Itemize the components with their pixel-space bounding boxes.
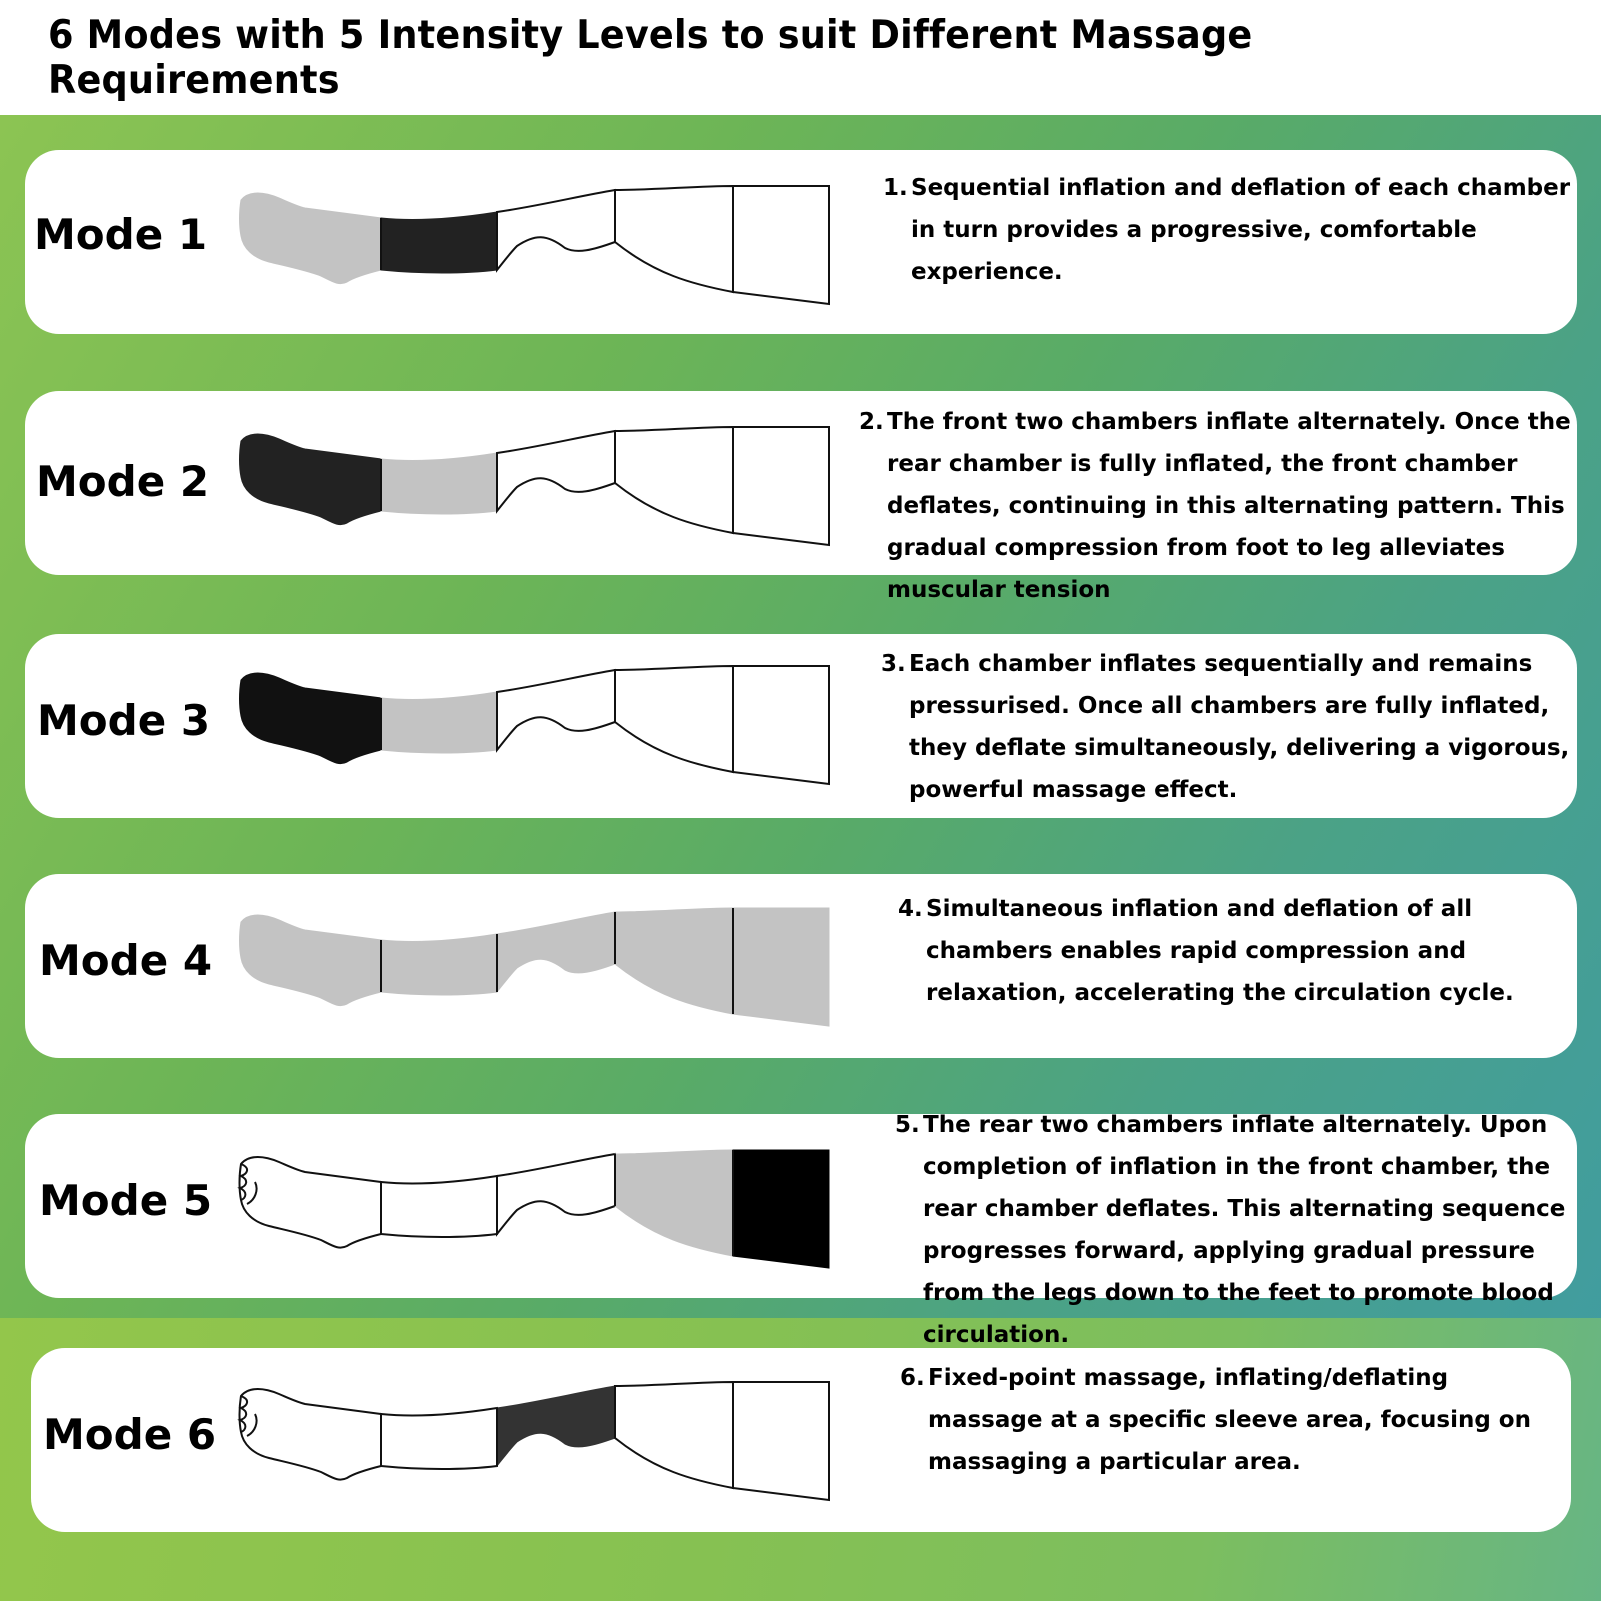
chamber-calf xyxy=(496,188,616,273)
chamber-calf xyxy=(496,1385,616,1468)
leg-diagram xyxy=(239,664,830,786)
leg-diagram xyxy=(239,184,830,306)
chamber-foot xyxy=(239,914,382,1007)
chamber-calf xyxy=(496,429,616,514)
chamber-thigh xyxy=(732,907,830,1027)
chamber-ankle xyxy=(380,1174,498,1238)
mode-card-4: Mode 4 4. Simultaneous inflation and def… xyxy=(25,874,1577,1058)
chamber-knee xyxy=(614,1380,734,1490)
chamber-ankle xyxy=(380,452,498,515)
chamber-knee xyxy=(614,1149,734,1257)
mode-number: 3. xyxy=(881,651,906,677)
chamber-thigh xyxy=(732,1149,830,1269)
toes-outline xyxy=(237,1163,258,1205)
chamber-foot xyxy=(239,192,382,285)
mode-number: 5. xyxy=(895,1112,920,1138)
leg-diagram xyxy=(237,1149,830,1269)
mode-card-1: Mode 1 1. Sequential inflation and defla… xyxy=(25,150,1577,334)
mode-description-text: Sequential inflation and deflation of ea… xyxy=(911,175,1571,285)
mode-label: Mode 3 xyxy=(37,696,211,745)
chamber-calf xyxy=(496,1152,616,1237)
chamber-foot xyxy=(238,1388,382,1481)
chamber-foot xyxy=(238,1156,382,1249)
mode-label: Mode 6 xyxy=(43,1410,217,1459)
mode-label: Mode 2 xyxy=(36,457,210,506)
mode-description: 5. The rear two chambers inflate alterna… xyxy=(895,1104,1577,1356)
chamber-foot xyxy=(239,433,382,526)
leg-diagram xyxy=(239,425,830,547)
chamber-ankle xyxy=(380,211,498,274)
chamber-knee xyxy=(614,425,734,535)
mode-description-text: The rear two chambers inflate alternatel… xyxy=(923,1112,1566,1348)
chamber-knee xyxy=(614,184,734,294)
mode-label: Mode 5 xyxy=(39,1176,213,1225)
mode-description-text: Simultaneous inflation and deflation of … xyxy=(926,896,1514,1006)
mode-label: Mode 4 xyxy=(39,936,213,985)
toes-outline xyxy=(237,1395,258,1437)
mode-number: 6. xyxy=(900,1365,925,1391)
mode-card-6: Mode 6 6. Fixed-point massage, inflating… xyxy=(31,1348,1571,1532)
mode-description: 2. The front two chambers inflate altern… xyxy=(859,401,1577,611)
mode-number: 1. xyxy=(883,175,908,201)
mode-description: 4. Simultaneous inflation and deflation … xyxy=(898,888,1570,1014)
mode-description: 3. Each chamber inflates sequentially an… xyxy=(881,643,1577,811)
chamber-thigh xyxy=(732,665,830,786)
mode-description: 1. Sequential inflation and deflation of… xyxy=(883,167,1573,293)
page-title: 6 Modes with 5 Intensity Levels to suit … xyxy=(48,12,1253,103)
chamber-knee xyxy=(614,664,734,774)
leg-diagram xyxy=(239,907,830,1027)
mode-card-3: Mode 3 3. Each chamber inflates sequenti… xyxy=(25,634,1577,818)
chamber-ankle xyxy=(380,1406,498,1470)
mode-number: 2. xyxy=(859,409,884,435)
mode-card-2: Mode 2 2. The front two chambers inflate… xyxy=(25,391,1577,603)
mode-number: 4. xyxy=(898,896,923,922)
chamber-thigh xyxy=(732,1381,830,1502)
mode-label: Mode 1 xyxy=(34,210,208,259)
chamber-thigh xyxy=(732,426,830,547)
header: 6 Modes with 5 Intensity Levels to suit … xyxy=(0,0,1601,115)
chamber-ankle xyxy=(380,933,498,996)
chamber-knee xyxy=(614,907,734,1015)
chamber-calf xyxy=(496,668,616,753)
chamber-ankle xyxy=(380,691,498,754)
mode-description-text: The front two chambers inflate alternate… xyxy=(887,409,1571,603)
mode-description-text: Each chamber inflates sequentially and r… xyxy=(909,651,1570,803)
mode-description: 6. Fixed-point massage, inflating/deflat… xyxy=(900,1357,1570,1483)
chamber-calf xyxy=(496,911,616,994)
chamber-foot xyxy=(239,672,382,765)
chamber-thigh xyxy=(732,185,830,306)
mode-card-5: Mode 5 5. The rear two chambers inflate … xyxy=(25,1112,1577,1348)
mode-description-text: Fixed-point massage, inflating/deflating… xyxy=(928,1365,1531,1475)
leg-diagram xyxy=(237,1380,830,1502)
